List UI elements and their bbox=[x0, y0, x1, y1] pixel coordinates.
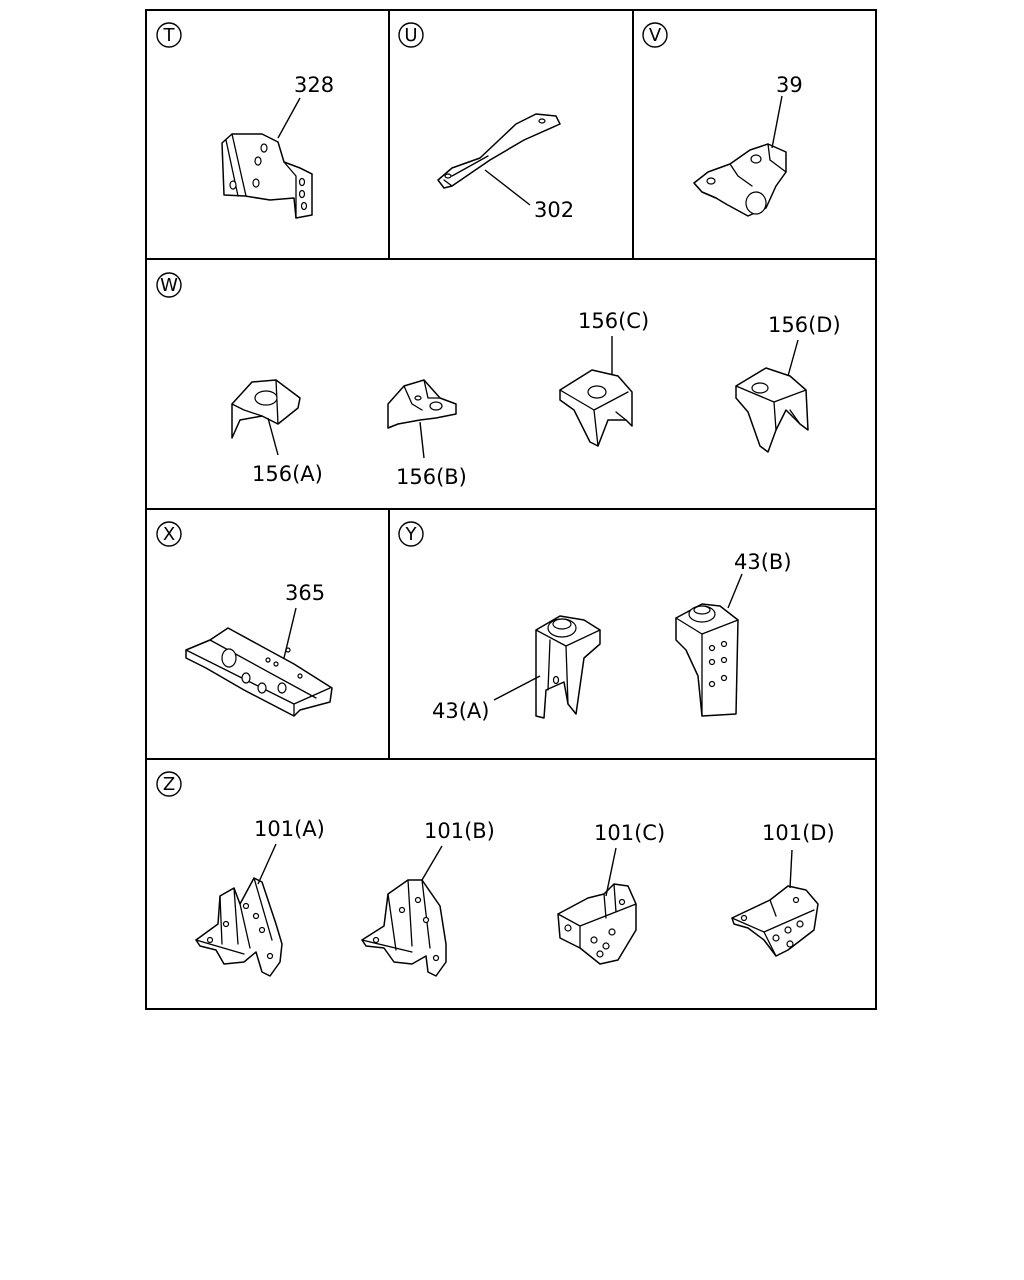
part-label-39: 39 bbox=[776, 73, 803, 97]
part-label-43a: 43(A) bbox=[432, 699, 489, 723]
part-43b-drawing bbox=[675, 603, 739, 717]
part-label-156b: 156(B) bbox=[396, 465, 467, 489]
part-label-328: 328 bbox=[294, 73, 334, 97]
part-43a-drawing bbox=[535, 615, 601, 719]
section-letter-x: X bbox=[163, 524, 175, 545]
part-156a-drawing bbox=[231, 379, 301, 439]
leader-156b bbox=[419, 421, 425, 459]
part-101c-drawing bbox=[557, 883, 637, 965]
part-101d-drawing bbox=[731, 885, 819, 957]
part-156b-drawing bbox=[387, 379, 457, 429]
leader-101c bbox=[605, 847, 617, 897]
part-label-101c: 101(C) bbox=[594, 821, 665, 845]
section-marker-w: W bbox=[156, 272, 182, 298]
section-letter-t: T bbox=[163, 25, 176, 46]
part-365-drawing bbox=[185, 627, 333, 717]
section-marker-t: T bbox=[156, 22, 182, 48]
leader-43b bbox=[727, 573, 743, 609]
leader-156d bbox=[787, 339, 799, 377]
leader-156a bbox=[267, 417, 279, 456]
part-302-drawing bbox=[437, 113, 561, 189]
part-label-365: 365 bbox=[285, 581, 325, 605]
leader-43a bbox=[493, 675, 541, 701]
section-marker-z: Z bbox=[156, 771, 182, 797]
leader-101b bbox=[421, 845, 443, 881]
part-101b-drawing bbox=[361, 879, 447, 977]
section-marker-u: U bbox=[398, 22, 424, 48]
section-marker-v: V bbox=[642, 22, 668, 48]
part-156c-drawing bbox=[559, 369, 633, 447]
leader-39 bbox=[771, 95, 783, 149]
leader-328 bbox=[277, 97, 301, 139]
leader-365 bbox=[283, 607, 297, 659]
section-letter-u: U bbox=[404, 25, 417, 46]
part-328-drawing bbox=[221, 133, 313, 219]
part-label-101d: 101(D) bbox=[762, 821, 835, 845]
section-letter-w: W bbox=[160, 275, 178, 296]
part-39-drawing bbox=[693, 143, 787, 217]
part-156d-drawing bbox=[735, 367, 809, 453]
section-marker-x: X bbox=[156, 521, 182, 547]
part-label-101a: 101(A) bbox=[254, 817, 325, 841]
leader-302 bbox=[484, 169, 531, 206]
leader-101d bbox=[789, 849, 793, 889]
section-marker-y: Y bbox=[398, 521, 424, 547]
section-letter-v: V bbox=[649, 25, 662, 46]
section-letter-z: Z bbox=[163, 774, 175, 795]
part-label-43b: 43(B) bbox=[734, 550, 792, 574]
part-101a-drawing bbox=[195, 877, 283, 977]
part-label-302: 302 bbox=[534, 198, 574, 222]
part-label-156c: 156(C) bbox=[578, 309, 649, 333]
part-label-156a: 156(A) bbox=[252, 462, 323, 486]
leader-101a bbox=[257, 843, 277, 885]
section-letter-y: Y bbox=[405, 524, 418, 545]
part-label-156d: 156(D) bbox=[768, 313, 841, 337]
part-label-101b: 101(B) bbox=[424, 819, 495, 843]
